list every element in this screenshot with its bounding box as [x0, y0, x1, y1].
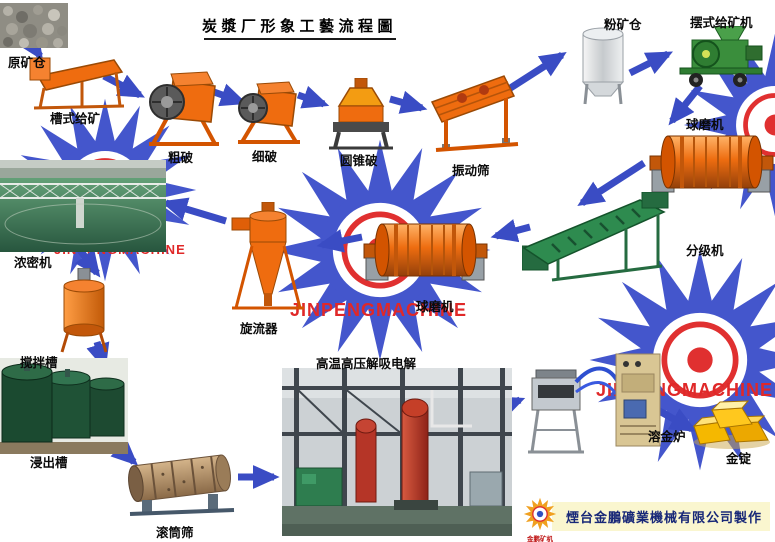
cyclone-illustration — [226, 201, 310, 318]
label-gold-ingot: 金锭 — [726, 452, 752, 466]
coarse-crusher-illustration — [143, 70, 225, 148]
ball-mill-right-illustration — [648, 122, 775, 207]
label-ball-mill-center: 球磨机 — [416, 300, 454, 314]
gold-ingot-image — [690, 388, 775, 450]
raw-ore-bin-photo — [0, 3, 68, 49]
label-desorption-electrolysis: 高温高压解吸电解 — [316, 357, 417, 371]
label-fine-ore-bin: 粉矿仓 — [604, 18, 642, 32]
classifier-illustration — [521, 191, 672, 284]
thickener-photo — [0, 160, 166, 252]
gold-melting-furnace-illustration — [522, 348, 672, 458]
desorption-electrolysis-photo — [282, 368, 512, 536]
fine-ore-bin-illustration — [570, 24, 636, 106]
fine-crusher-illustration — [232, 80, 306, 146]
label-pendulum-feeder: 摆式给矿机 — [690, 16, 753, 30]
label-coarse-crusher: 粗破 — [168, 151, 194, 165]
label-thickener: 浓密机 — [14, 256, 52, 270]
label-fine-crusher: 细破 — [252, 150, 278, 164]
label-vibrating-screen: 振动筛 — [452, 164, 490, 178]
agitation-tank-illustration — [52, 267, 116, 354]
title-underline — [204, 38, 396, 40]
leaching-tanks-photo — [0, 358, 128, 454]
maker-logo — [522, 496, 558, 532]
cone-crusher-illustration — [325, 77, 397, 150]
page-title: 炭漿厂形象工藝流程圖 — [202, 18, 398, 35]
label-trough-feeder: 槽式给矿 — [50, 112, 101, 126]
label-drum-screen: 滚筒筛 — [156, 526, 194, 540]
pendulum-feeder-illustration — [672, 25, 772, 88]
maker-logo-caption: 金鹏矿机 — [527, 536, 553, 542]
label-raw-ore-bin: 原矿仓 — [8, 56, 46, 70]
trough-feeder-illustration — [28, 56, 128, 110]
label-cyclone: 旋流器 — [240, 322, 278, 336]
label-classifier: 分级机 — [686, 244, 724, 258]
label-leaching-tank: 浸出槽 — [30, 456, 68, 470]
label-cone-crusher: 圆锥破 — [340, 154, 378, 168]
label-agitation-tank: 搅拌槽 — [20, 356, 58, 370]
maker-credit: 煙台金鵬礦業機械有限公司製作 — [552, 502, 771, 531]
vibrating-screen-illustration — [422, 68, 527, 160]
label-ball-mill-right: 球磨机 — [686, 118, 724, 132]
label-gold-melting-furnace: 溶金炉 — [648, 430, 686, 444]
jinpeng-watermark-text: JINPENGMACHINE — [290, 300, 468, 320]
ball-mill-center-illustration — [362, 208, 489, 296]
drum-screen-illustration — [122, 442, 242, 522]
